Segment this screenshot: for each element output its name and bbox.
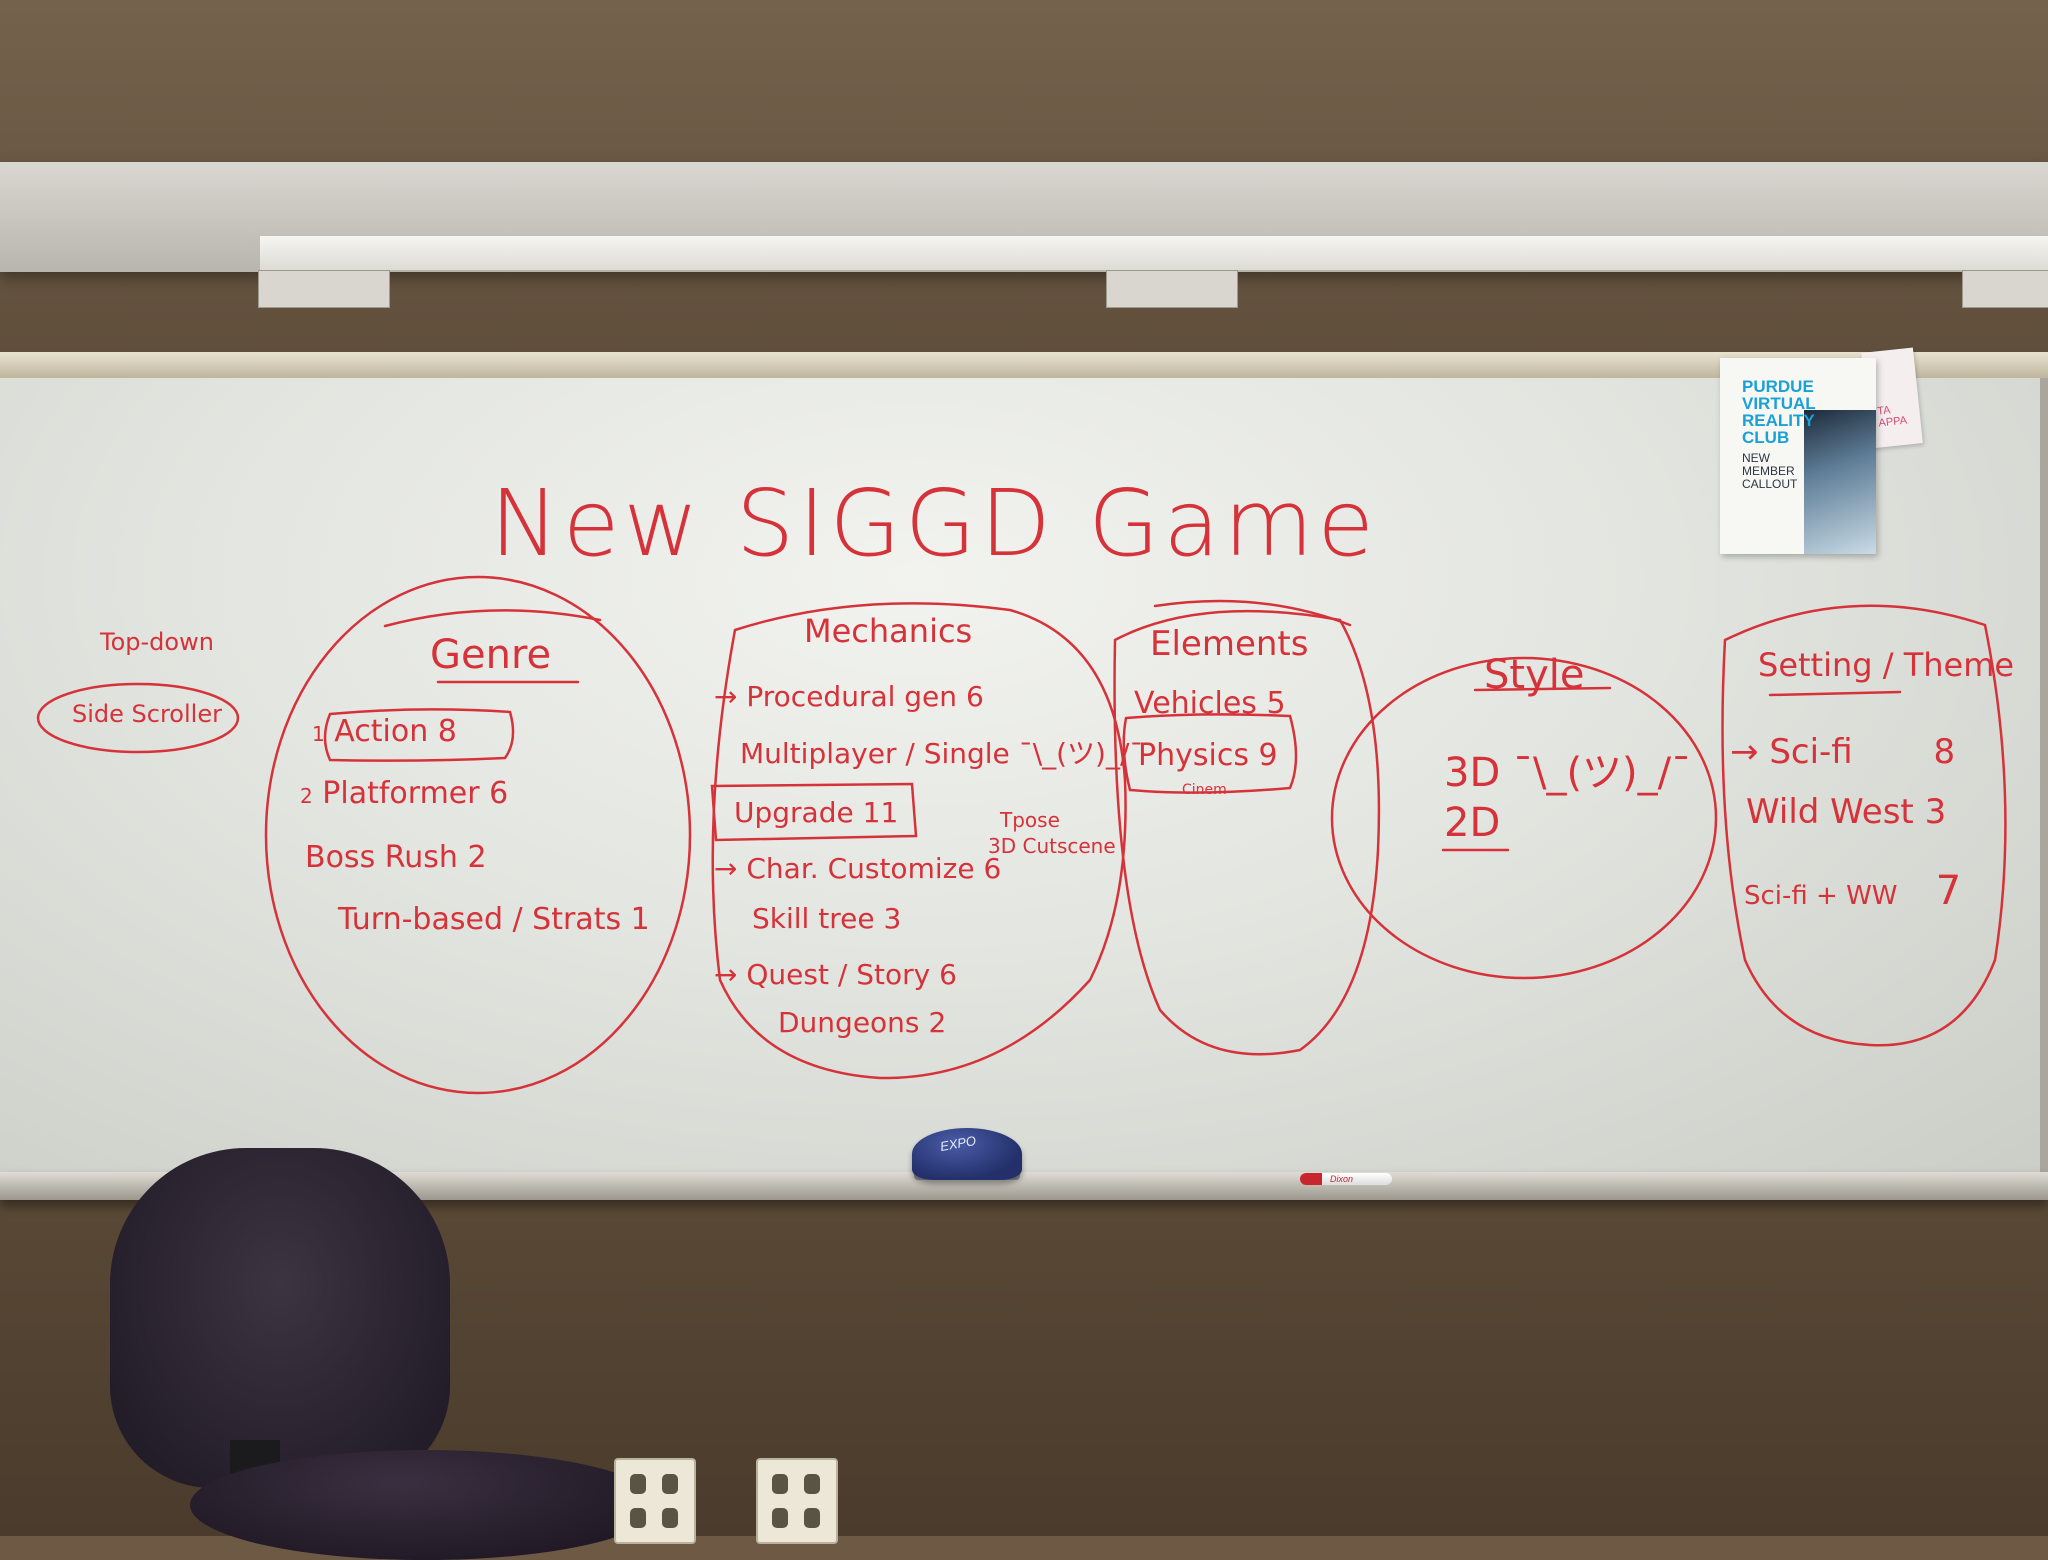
mechanics-side-note: 3D Cutscene xyxy=(988,834,1116,858)
marker-cap xyxy=(1300,1173,1322,1185)
setting-item: Wild West 3 xyxy=(1746,792,1947,832)
physics-box xyxy=(1122,713,1298,794)
genre-circle xyxy=(264,575,692,1095)
setting-item: → Sci-fi 8 xyxy=(1730,732,1956,772)
elements-circle xyxy=(1113,609,1381,1056)
elements-item: Vehicles 5 xyxy=(1134,686,1286,721)
style-underline xyxy=(1473,686,1612,692)
setting-circle xyxy=(1721,604,2007,1047)
upgrade-box xyxy=(710,782,918,842)
setting-item: Sci-fi + WW 7 xyxy=(1744,868,1962,914)
mechanics-item: Dungeons 2 xyxy=(778,1006,947,1039)
setting-underline xyxy=(1768,690,1902,697)
mechanics-heading: Mechanics xyxy=(804,612,973,650)
setting-heading: Setting / Theme xyxy=(1758,646,2015,684)
dry-erase-marker xyxy=(1300,1173,1392,1185)
whiteboard-eraser xyxy=(912,1128,1022,1180)
elements-arc xyxy=(1153,599,1352,627)
light-bracket xyxy=(1962,270,2048,308)
side-scroller-oval xyxy=(36,682,240,754)
light-lens xyxy=(260,236,2048,270)
action-box xyxy=(323,708,515,762)
mechanics-circle xyxy=(711,602,1127,1080)
chair-back xyxy=(110,1148,450,1488)
marker-brand: Dixon xyxy=(1330,1174,1354,1184)
mechanics-item: → Quest / Story 6 xyxy=(714,958,957,991)
wall-outlet xyxy=(614,1458,696,1544)
top-down-label: Top-down xyxy=(100,628,214,656)
mechanics-item: → Char. Customize 6 xyxy=(714,852,1002,885)
poster-subtitle: NEW MEMBER CALLOUT xyxy=(1742,451,1798,491)
mechanics-item: Skill tree 3 xyxy=(752,902,902,935)
elements-sub-note: Cinem xyxy=(1182,782,1227,798)
genre-item: 2 Platformer 6 xyxy=(300,776,509,811)
elements-item: Physics 9 xyxy=(1138,738,1278,773)
light-bracket xyxy=(1106,270,1238,308)
style-item: 3D ¯\_(ツ)_/¯ xyxy=(1444,750,1692,796)
mechanics-item: Upgrade 11 xyxy=(734,796,899,829)
genre-heading: Genre xyxy=(430,632,552,678)
style-heading: Style xyxy=(1484,652,1585,698)
board-top-trim xyxy=(0,352,2048,382)
whiteboard xyxy=(0,378,2048,1176)
genre-item: 1 Action 8 xyxy=(312,714,457,749)
light-bracket xyxy=(258,270,390,308)
poster-title: PURDUE VIRTUAL REALITY CLUB xyxy=(1742,377,1816,447)
chair-seat xyxy=(190,1450,660,1560)
elements-heading: Elements xyxy=(1150,624,1309,664)
style-item: 2D xyxy=(1444,800,1501,846)
wall-outlet xyxy=(756,1458,838,1544)
genre-item: Turn-based / Strats 1 xyxy=(338,902,650,937)
poster-photo xyxy=(1804,410,1876,554)
mechanics-item: Multiplayer / Single ¯\_(ツ)_/¯ xyxy=(740,737,1144,770)
mechanics-side-note: Tpose xyxy=(1000,808,1060,832)
club-poster: PURDUE VIRTUAL REALITY CLUB NEW MEMBER C… xyxy=(1720,358,1876,554)
mechanics-item: → Procedural gen 6 xyxy=(714,680,984,713)
board-title: New SIGGD Game xyxy=(490,470,1378,577)
side-scroller-label: Side Scroller xyxy=(72,700,222,728)
genre-arc xyxy=(383,609,602,628)
style-circle xyxy=(1330,656,1718,980)
genre-item: Boss Rush 2 xyxy=(305,840,487,875)
